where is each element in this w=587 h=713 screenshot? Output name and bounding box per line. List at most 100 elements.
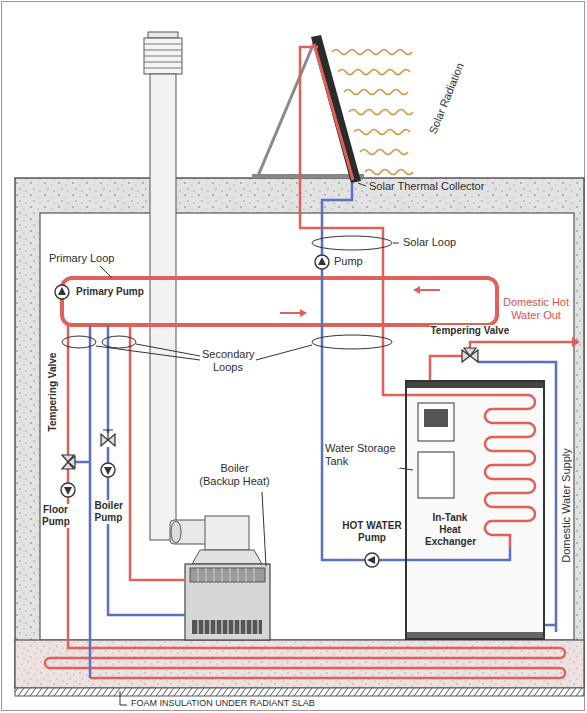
building-shell [15,640,584,688]
radiant-tubing [89,640,92,678]
return-pipes [322,183,510,560]
solar-radiation-waves [354,130,410,135]
pump-symbol [101,463,115,477]
boiler-unit [192,550,262,564]
supply-pipes [485,395,535,548]
pump-symbol [55,285,69,299]
pump-symbol [58,287,66,295]
storage-tank: In-Tank Heat Exchanger [405,380,545,640]
pump-symbol [315,255,329,269]
solar-collector [258,38,356,176]
water-supply-label: Domestic Water Supply [559,447,572,564]
valve-symbol [101,434,108,446]
supply-pipes [470,342,572,348]
valve-symbol [62,348,478,469]
leader-line [358,183,366,186]
radiant-tubing [45,640,565,678]
chimney-flue [171,521,181,543]
storage-tank-body [418,403,454,441]
solar-collector [252,35,364,183]
primary-loop-pipe [413,286,420,294]
leader-line [136,344,200,356]
pump-symbol [61,483,75,497]
pump-symbol [365,553,379,567]
boiler-unit [198,620,258,634]
primary-loop-label: Primary Loop [48,252,115,265]
chimney-flue [144,44,182,68]
solar-radiation-waves [332,50,413,175]
hot-water-out-arrowhead [572,337,580,347]
pump-symbol [55,255,379,567]
building-shell [15,178,584,688]
chimney-flue [170,520,210,544]
solar-pump-label: Pump [333,255,364,268]
solar-collector [314,44,353,180]
boiler-unit [190,568,265,582]
solar-radiation-waves [332,50,412,55]
pump-symbol [61,483,75,497]
boiler-label: Boiler (Backup Heat) [198,462,271,488]
pump-symbol [365,553,379,567]
boiler-unit [185,516,270,640]
primary-loop-pipe [300,309,307,317]
loop-callout-ellipse [312,335,392,349]
primary-loop-pipe [62,278,497,325]
return-pipes [75,183,556,640]
loop-callout-ellipse [312,236,392,250]
radiation-label: Solar Radiation [426,60,467,136]
solar-radiation-waves [365,170,413,175]
pump-symbol [55,285,69,299]
pump-symbol [101,463,115,477]
secondary-loops-label: Secondary Loops [201,348,255,374]
pump-symbol [64,487,72,495]
boiler-unit [192,620,262,634]
solar-radiation-waves [360,150,408,155]
leader-line [256,345,312,360]
loop-callout-ellipse [102,336,136,348]
storage-tank-body [418,452,454,498]
pump-symbol [367,556,375,564]
storage-tank-body [405,380,545,640]
valve-symbol [108,434,115,446]
valve-symbol [464,348,476,356]
insulation-label: FOAM INSULATION UNDER RADIANT SLAB [130,698,316,709]
solar-loop-label: Solar Loop [402,236,457,249]
hot-water-pump-label: HOT WATER Pump [341,520,403,544]
tempering-valve-label: Tempering Valve [430,325,511,337]
valve-symbol [103,430,113,440]
chimney-flue [150,74,176,540]
solar-radiation-waves [344,90,408,95]
primary-loop-pipe [280,312,301,314]
valve-symbol [68,456,75,468]
return-pipes [75,325,90,640]
boiler-pump-label: Boiler Pump [94,500,123,524]
storage-tank-body [405,380,545,640]
return-pipes [108,325,185,615]
solar-radiation-waves [349,110,413,115]
collector-label: Solar Thermal Collector [368,180,485,193]
supply-pipes [68,47,572,640]
chimney-flue [144,38,182,74]
pump-symbol [318,257,326,265]
boiler-unit [198,568,254,582]
leader-line [393,243,399,244]
building-shell [15,178,584,696]
hot-water-out-arrowhead [572,337,580,347]
storage-tank-body [424,409,448,427]
solar-collector [252,174,364,178]
hot-water-out-label: Domestic Hot Water Out [502,296,571,322]
tank-heat-exchanger-label: In-Tank Heat Exchanger [424,512,476,548]
boiler-unit [185,564,270,640]
radiant-tubing [45,640,565,678]
primary-loop-pipe [62,278,497,325]
pump-symbol [104,467,112,475]
leader-line [262,492,266,566]
storage-tank-label: Water Storage Tank [324,442,400,468]
leader-line [120,691,127,705]
tempering-valve-label: Tempering Valve [47,352,59,433]
leader-line [96,346,200,360]
